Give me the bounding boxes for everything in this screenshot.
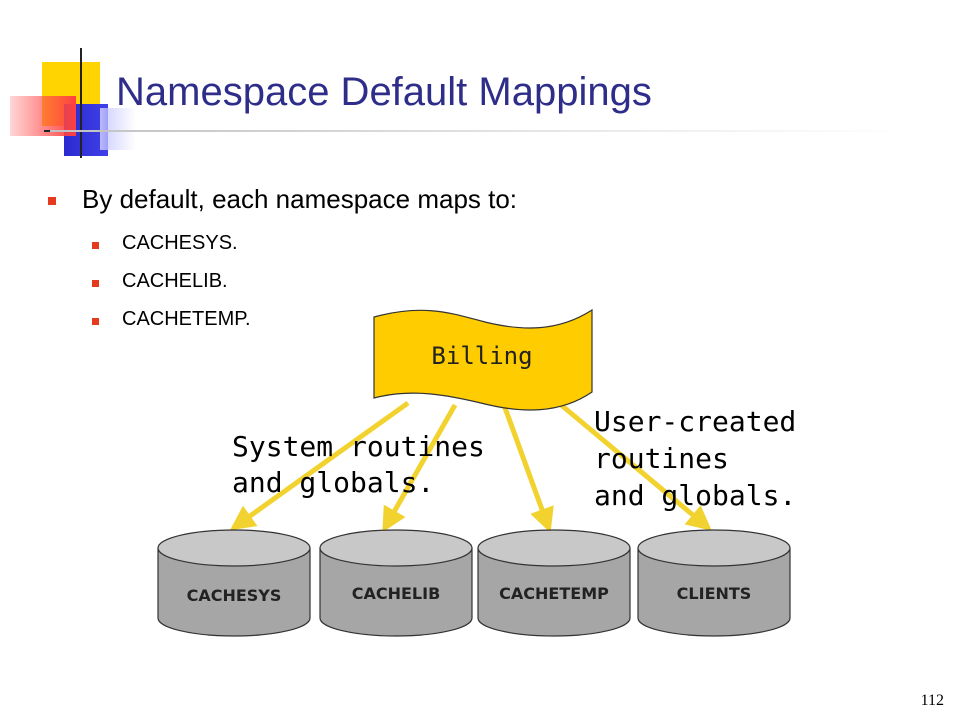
database-cachelib: CACHELIB: [319, 529, 473, 637]
sub-bullet-cachetemp: CACHETEMP.: [92, 308, 251, 331]
corner-red-block: [10, 96, 76, 136]
page-number: 112: [920, 692, 944, 709]
sub-bullet-text: CACHESYS.: [122, 232, 238, 254]
title-underline: [50, 130, 910, 132]
arrow-to-cachelib: [382, 403, 458, 533]
arrow-to-cachesys: [229, 400, 410, 531]
namespace-label: Billing: [431, 342, 532, 370]
arrow-to-cachetemp: [497, 393, 554, 534]
bullet-main: By default, each namespace maps to:: [48, 184, 517, 215]
sub-bullet-text: CACHELIB.: [122, 270, 228, 292]
user-annotation-line-3: and globals.: [594, 479, 796, 512]
sub-bullet-marker: [92, 242, 99, 249]
database-label: CACHESYS: [187, 586, 282, 605]
sub-bullet-text: CACHETEMP.: [122, 308, 251, 330]
database-label: CACHETEMP: [499, 584, 609, 603]
bullet-marker: [48, 197, 56, 205]
corner-fade-block: [100, 108, 136, 150]
sub-bullet-marker: [92, 280, 99, 287]
namespace-banner: [373, 308, 593, 411]
sub-bullet-cachesys: CACHESYS.: [92, 232, 238, 255]
sub-bullet-cachelib: CACHELIB.: [92, 270, 228, 293]
database-cachetemp: CACHETEMP: [477, 529, 631, 637]
sub-bullet-marker: [92, 318, 99, 325]
database-label: CLIENTS: [677, 584, 752, 603]
database-label: CACHELIB: [352, 584, 441, 603]
user-annotation-line-2: routines: [594, 442, 729, 475]
database-cachesys: CACHESYS: [157, 529, 311, 637]
database-clients: CLIENTS: [637, 529, 791, 637]
user-annotation-line-1: User-created: [594, 405, 796, 438]
system-annotation-line-1: System routines: [232, 430, 485, 463]
arrow-to-clients: [546, 392, 712, 531]
corner-vertical-line: [80, 48, 82, 158]
slide-title: Namespace Default Mappings: [116, 70, 652, 114]
system-annotation-line-2: and globals.: [232, 466, 434, 499]
bullet-main-text: By default, each namespace maps to:: [82, 184, 518, 214]
